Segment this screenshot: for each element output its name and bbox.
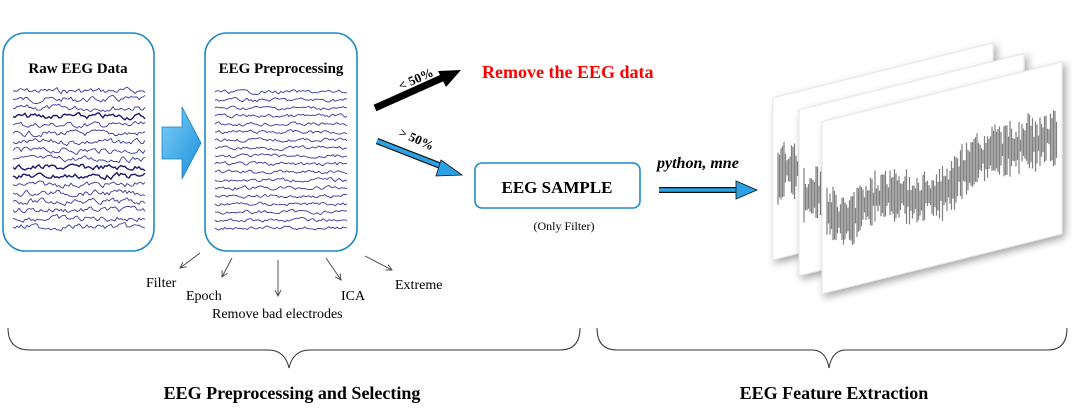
- raw-eeg-traces: [12, 86, 146, 232]
- raw-eeg-title: Raw EEG Data: [28, 61, 128, 77]
- eeg-trace-line: [214, 153, 348, 159]
- step-remove-bad-electrodes: Remove bad electrodes: [212, 307, 343, 322]
- remove-eeg-data-label: Remove the EEG data: [482, 62, 653, 82]
- eeg-trace-line: [12, 163, 146, 172]
- section-left-label: EEG Preprocessing and Selecting: [164, 383, 421, 403]
- eeg-trace-line: [12, 146, 146, 155]
- step-arrow-filter: [180, 252, 201, 268]
- step-ica: ICA: [341, 289, 366, 304]
- eeg-trace-line: [12, 197, 146, 207]
- eeg-trace-line: [214, 176, 348, 183]
- eeg-sample-note: (Only Filter): [534, 219, 595, 233]
- tools-label: python, mne: [655, 155, 739, 172]
- eeg-trace-line: [214, 129, 348, 135]
- eeg-sample-title: EEG SAMPLE: [502, 178, 613, 197]
- eeg-trace-line: [12, 171, 146, 181]
- raw-eeg-box: [2, 32, 155, 252]
- eeg-trace-line: [214, 144, 348, 152]
- tools-arrow-group: python, mne: [655, 155, 759, 200]
- branch-high-arrow-head: [435, 159, 464, 177]
- step-arrow-extreme: [364, 255, 392, 270]
- branch-high-arrow-shaft: [376, 139, 447, 170]
- eeg-trace-line: [12, 205, 146, 214]
- preprocessing-eeg-traces: [214, 89, 348, 231]
- preprocessing-panel: EEG Preprocessing: [204, 32, 358, 252]
- step-arrow-epoch: [222, 257, 233, 277]
- eeg-trace-line: [214, 201, 348, 207]
- step-filter: Filter: [146, 276, 177, 291]
- step-epoch: Epoch: [186, 289, 222, 304]
- eeg-trace-line: [12, 213, 146, 223]
- eeg-sample-panel: EEG SAMPLE (Only Filter): [474, 162, 641, 233]
- branch-high: > 50%: [375, 125, 464, 177]
- eeg-trace-line: [214, 217, 348, 223]
- preprocessing-steps: Filter Epoch Remove bad electrodes ICA E…: [146, 252, 442, 322]
- preprocessing-title: EEG Preprocessing: [219, 61, 344, 77]
- eeg-trace-line: [214, 96, 348, 103]
- section-right-label: EEG Feature Extraction: [740, 383, 929, 403]
- step-arrow-ica: [325, 257, 341, 280]
- branch-low: < 50% Remove the EEG data: [373, 62, 653, 112]
- signal-sheet-front: [821, 61, 1063, 295]
- eeg-trace-line: [12, 189, 146, 198]
- branch-low-arrow-head: [438, 70, 461, 87]
- eeg-trace-line: [214, 137, 348, 143]
- raw-eeg-panel: Raw EEG Data: [2, 32, 155, 252]
- feature-sheets: [772, 42, 1063, 295]
- signal-waveform: [826, 110, 1058, 246]
- brace-right: [596, 327, 1068, 369]
- eeg-trace-line: [214, 184, 348, 191]
- eeg-trace-line: [214, 208, 348, 216]
- eeg-trace-line: [214, 225, 348, 231]
- eeg-trace-line: [12, 94, 146, 104]
- step-extreme: Extreme: [395, 278, 442, 293]
- tools-arrow-head: [735, 180, 759, 200]
- branch-low-arrow-shaft: [373, 74, 444, 112]
- eeg-trace-line: [12, 180, 146, 189]
- eeg-trace-line: [13, 86, 146, 95]
- block-arrow: [161, 106, 202, 180]
- eeg-trace-line: [214, 89, 348, 95]
- eeg-trace-line: [214, 113, 348, 119]
- brace-left: [7, 327, 581, 369]
- eeg-trace-line: [12, 137, 146, 147]
- eeg-trace-line: [12, 103, 146, 113]
- eeg-trace-line: [214, 169, 348, 175]
- eeg-trace-line: [12, 154, 146, 164]
- eeg-trace-line: [214, 161, 348, 167]
- eeg-trace-line: [12, 129, 146, 138]
- eeg-trace-line: [12, 120, 146, 129]
- eeg-trace-line: [214, 121, 348, 127]
- eeg-trace-line: [12, 221, 146, 232]
- eeg-trace-line: [12, 111, 146, 121]
- eeg-trace-line: [214, 105, 348, 111]
- eeg-trace-line: [214, 193, 348, 199]
- eeg-sample-box: [474, 162, 641, 209]
